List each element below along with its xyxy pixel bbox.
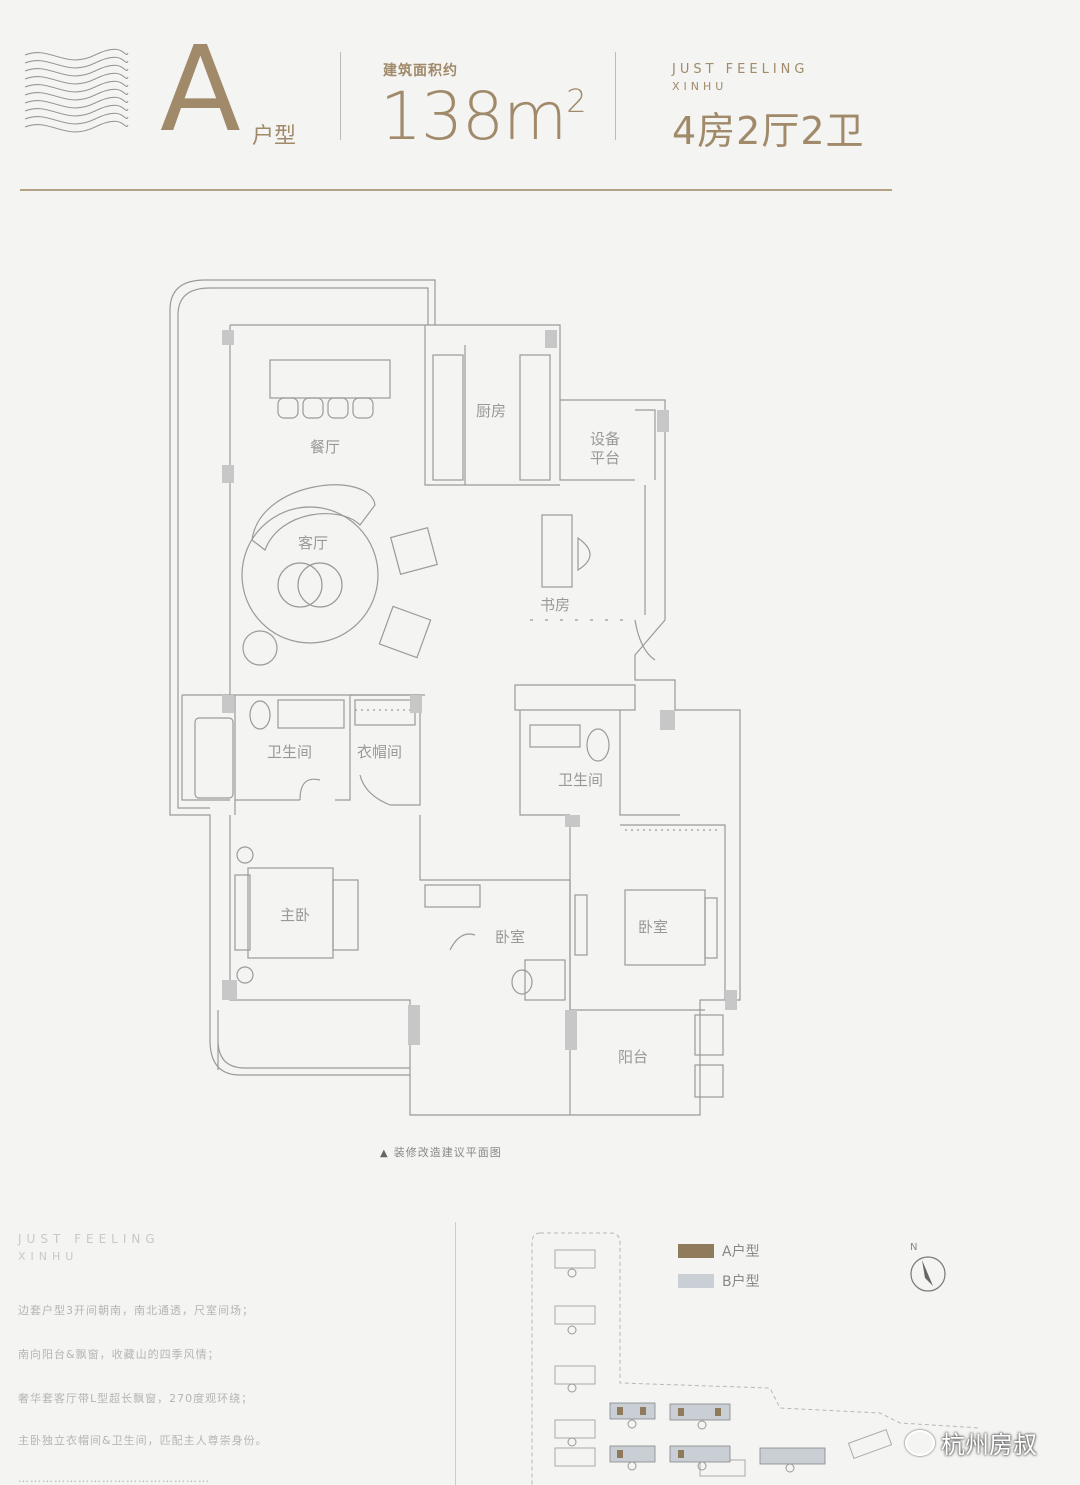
unit-type-letter: A — [160, 20, 241, 158]
header-rule — [20, 189, 892, 191]
legend-item-b: B户型 — [678, 1266, 760, 1296]
room-bedroom-1: 卧室 — [495, 928, 525, 946]
wave-logo-icon — [24, 48, 129, 133]
intro-en-line1: JUST FEELING — [18, 1232, 160, 1246]
room-bath-1: 卫生间 — [267, 743, 312, 761]
legend: A户型 B户型 — [678, 1236, 760, 1296]
room-equip-line1: 设备 — [590, 430, 620, 448]
english-title-line1: JUST FEELING — [672, 62, 809, 77]
plan-caption-text: 装修改造建议平面图 — [393, 1146, 502, 1159]
room-count: 4房2厅2卫 — [672, 109, 865, 153]
feature-line: 南向阳台&飘窗，收藏山的四季风情； — [18, 1348, 220, 1361]
header-divider — [340, 52, 341, 140]
english-title-line2: XINHU — [672, 80, 728, 93]
plan-caption: ▲ 装修改造建议平面图 — [380, 1144, 502, 1160]
room-kitchen: 厨房 — [476, 402, 506, 420]
floor-plan: 餐厅 厨房 设备 平台 客厅 书房 卫生间 衣帽间 卫生间 主卧 卧室 卧室 阳… — [169, 279, 741, 1116]
intro-en-line2: XINHU — [18, 1250, 79, 1263]
room-bedroom-2: 卧室 — [638, 918, 668, 936]
site-plan: N — [531, 1232, 980, 1485]
watermark-text: 杭州房叔 — [941, 1431, 1037, 1459]
triangle-icon: ▲ — [380, 1148, 389, 1159]
legend-swatch-a — [678, 1244, 714, 1258]
room-closet: 衣帽间 — [357, 743, 402, 761]
area-unit-sup: 2 — [566, 82, 586, 120]
legend-label-a: A户型 — [722, 1244, 760, 1260]
chat-bubble-icon — [905, 1429, 935, 1456]
room-equip-line2: 平台 — [590, 449, 620, 467]
north-arrow-icon: N — [910, 1242, 946, 1292]
area-label: 建筑面积约 — [383, 63, 458, 79]
room-balcony: 阳台 — [618, 1048, 648, 1066]
area-value: 138m2 — [380, 78, 587, 155]
room-dining: 餐厅 — [310, 438, 340, 456]
room-master-bedroom: 主卧 — [280, 906, 310, 924]
header-divider — [615, 52, 616, 140]
area-number: 138m — [380, 78, 567, 155]
feature-line: 主卧独立衣帽间&卫生间，匹配主人尊崇身份。 — [18, 1434, 268, 1447]
unit-type-suffix: 户型 — [252, 124, 297, 149]
room-living: 客厅 — [298, 534, 328, 552]
legend-swatch-b — [678, 1274, 714, 1288]
north-label: N — [910, 1242, 917, 1253]
legend-item-a: A户型 — [678, 1236, 760, 1266]
section-divider — [455, 1222, 456, 1485]
watermark: 杭州房叔 — [905, 1425, 1037, 1460]
feature-line: 边套户型3开间朝南，南北通透，尺室间场； — [18, 1304, 254, 1317]
legend-label-b: B户型 — [722, 1274, 760, 1290]
feature-line: ………………………………………… — [18, 1472, 210, 1485]
room-bath-2: 卫生间 — [558, 771, 603, 789]
feature-line: 奢华套客厅带L型超长飘窗，270度观环绕； — [18, 1392, 254, 1405]
room-study: 书房 — [540, 596, 570, 614]
